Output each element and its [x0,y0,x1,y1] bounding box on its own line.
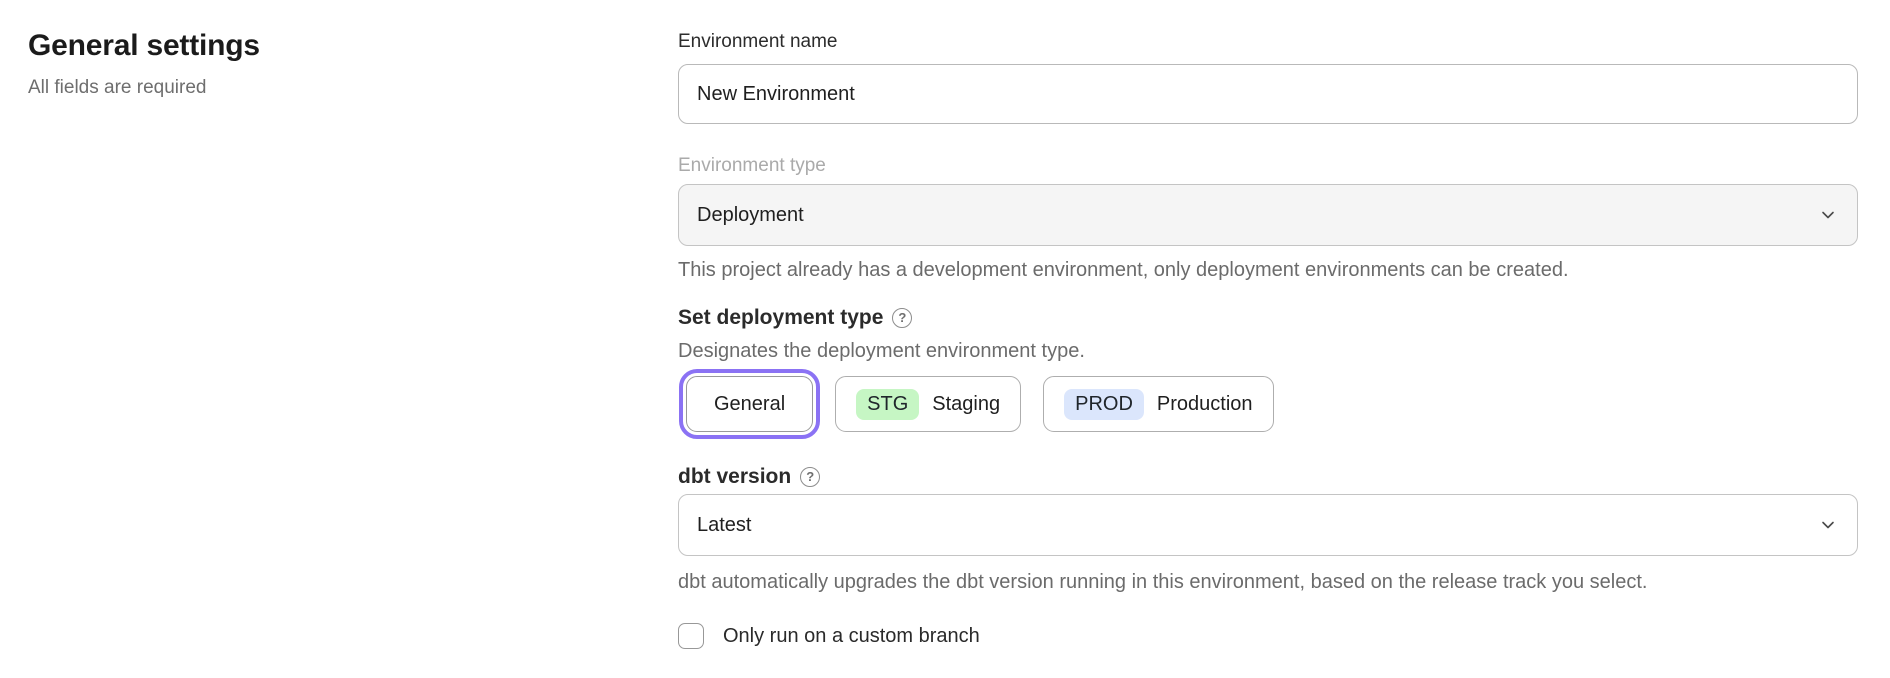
dbt-version-heading: dbt version ? [678,463,1858,490]
deployment-type-heading-label: Set deployment type [678,306,884,329]
deployment-type-staging-button[interactable]: STG Staging [835,376,1022,432]
dbt-version-select[interactable]: Latest [678,494,1858,556]
page-subtitle: All fields are required [28,77,207,98]
chevron-down-icon [1822,211,1834,219]
settings-intro: General settings All fields are required [28,28,588,100]
environment-type-select[interactable]: Deployment [678,184,1858,246]
custom-branch-row: Only run on a custom branch [678,623,1858,649]
deployment-type-staging-label: Staging [932,392,1001,415]
deployment-type-heading: Set deployment type ? [678,304,1858,331]
environment-type-helper: This project already has a development e… [678,259,1569,281]
deployment-type-general-button[interactable]: General [678,369,821,439]
settings-form: Environment name Environment type Deploy… [678,0,1858,649]
custom-branch-label[interactable]: Only run on a custom branch [723,624,980,647]
environment-name-label: Environment name [678,31,838,52]
deployment-type-options: General STG Staging PROD Production [678,369,1858,439]
help-icon[interactable]: ? [800,466,821,487]
help-icon[interactable]: ? [892,307,913,328]
deployment-type-general-label: General [714,392,786,415]
staging-badge: STG [856,388,920,420]
environment-type-label: Environment type [678,155,826,176]
environment-name-input[interactable] [678,64,1858,124]
deployment-type-production-button[interactable]: PROD Production [1043,376,1274,432]
environment-type-value: Deployment [697,203,804,226]
deployment-type-description: Designates the deployment environment ty… [678,340,1085,362]
custom-branch-checkbox[interactable] [678,623,704,649]
deployment-type-production-label: Production [1156,392,1253,415]
dbt-version-heading-label: dbt version [678,465,792,488]
dbt-version-helper: dbt automatically upgrades the dbt versi… [678,571,1648,593]
page-title: General settings [28,29,260,62]
dbt-version-value: Latest [697,513,752,536]
production-badge: PROD [1064,388,1144,420]
chevron-down-icon [1822,521,1834,529]
